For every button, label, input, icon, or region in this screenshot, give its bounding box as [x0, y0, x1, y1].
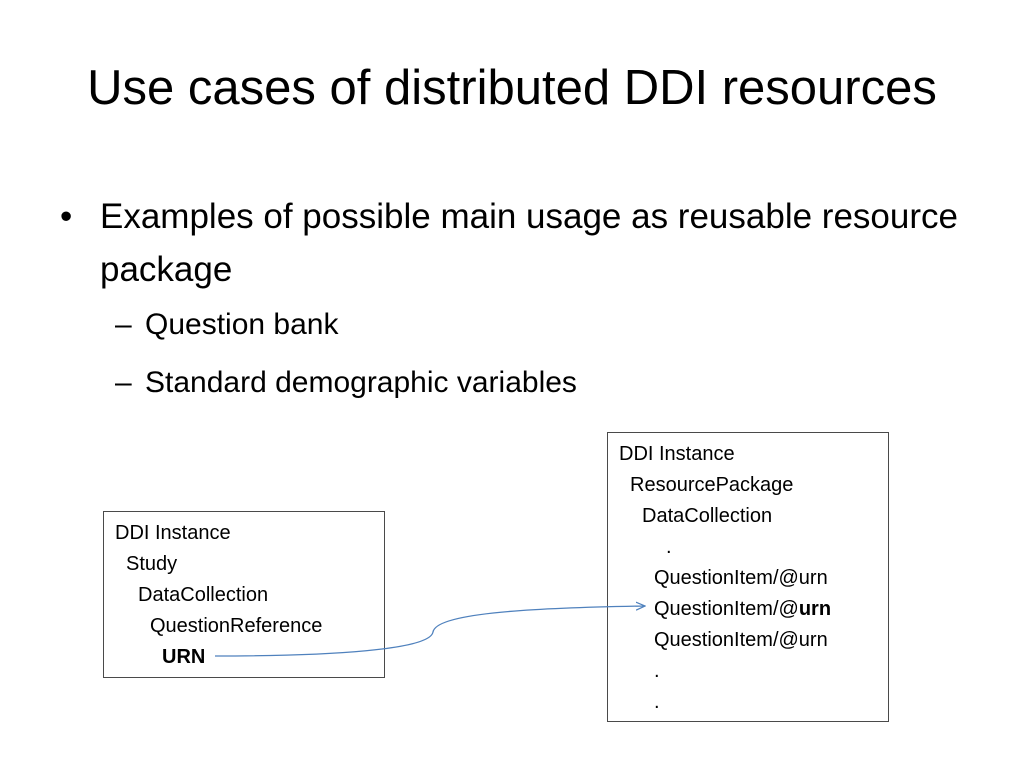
box-line-questionitem: QuestionItem/@urn — [654, 629, 828, 651]
bullet-dot-icon: • — [60, 197, 73, 236]
study-instance-box: DDI Instance Study DataCollection Questi… — [103, 511, 385, 678]
slide-title: Use cases of distributed DDI resources — [87, 61, 937, 115]
box-line-ellipsis: . — [654, 691, 660, 713]
bullet-dash-icon: – — [115, 366, 132, 399]
box-line-datacollection: DataCollection — [642, 505, 773, 527]
box-line-ddi-instance: DDI Instance — [619, 443, 735, 465]
resource-package-box: DDI Instance ResourcePackage DataCollect… — [607, 432, 889, 722]
sub-bullet-text: Standard demographic variables — [145, 366, 577, 399]
box-line-ellipsis: . — [654, 660, 660, 682]
sub-bullet-item: – Standard demographic variables — [60, 354, 960, 412]
box-line-datacollection: DataCollection — [138, 584, 269, 606]
bullet-list: • Examples of possible main usage as reu… — [60, 190, 960, 412]
bullet-dash-icon: – — [115, 308, 132, 341]
questionitem-prefix: QuestionItem/@ — [654, 598, 799, 620]
box-line-ddi-instance: DDI Instance — [115, 522, 231, 544]
bullet-item: • Examples of possible main usage as reu… — [60, 190, 960, 296]
questionitem-urn-bold: urn — [798, 598, 832, 620]
box-line-questionreference: QuestionReference — [150, 615, 323, 637]
box-line-questionitem-target: QuestionItem/@urn — [608, 594, 888, 625]
sub-bullet-item: – Question bank — [60, 296, 960, 354]
bullet-text: Examples of possible main usage as reusa… — [100, 197, 958, 289]
box-line-ellipsis: . — [666, 536, 672, 558]
box-line-urn: URN — [162, 646, 206, 668]
sub-bullet-text: Question bank — [145, 308, 339, 341]
box-line-questionitem: QuestionItem/@urn — [654, 567, 828, 589]
box-line-resourcepackage: ResourcePackage — [630, 474, 794, 496]
box-line-study: Study — [126, 553, 178, 575]
